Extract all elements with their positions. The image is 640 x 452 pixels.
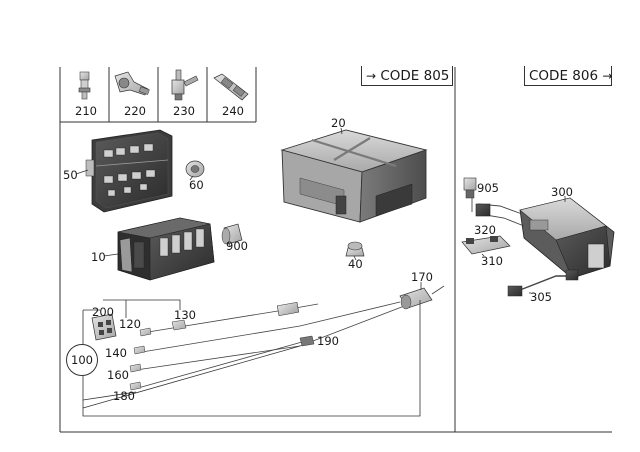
- callout-900: 900: [226, 239, 248, 253]
- part-300-actuator: [519, 197, 615, 279]
- callout-160: 160: [107, 368, 129, 382]
- callout-100: 100: [66, 344, 98, 376]
- callout-300: 300: [551, 185, 573, 199]
- callout-60: 60: [189, 178, 204, 192]
- code-805-box: → CODE 805: [361, 66, 453, 86]
- callout-130: 130: [174, 308, 196, 322]
- callout-190: 190: [317, 334, 339, 348]
- callout-230: 230: [173, 104, 195, 118]
- part-20-cover: [280, 129, 428, 223]
- callout-210: 210: [75, 104, 97, 118]
- part-50-fuse-carrier: [85, 129, 173, 213]
- part-200-connector-housing: [91, 313, 117, 341]
- part-210-fitting: [78, 71, 91, 100]
- callout-305: 305: [530, 290, 552, 304]
- part-220-elbow: [114, 71, 150, 96]
- part-320-connector: [475, 203, 491, 217]
- callout-310: 310: [481, 254, 503, 268]
- part-905-plug: [463, 177, 477, 199]
- callout-170: 170: [411, 270, 433, 284]
- callout-140: 140: [105, 346, 127, 360]
- part-170-sleeve: [276, 285, 445, 317]
- callout-905: 905: [477, 181, 499, 195]
- callout-20: 20: [331, 116, 346, 130]
- terminal-contacts: [129, 327, 152, 391]
- callout-220: 220: [124, 104, 146, 118]
- callout-120: 120: [119, 317, 141, 331]
- part-900-plug: [221, 223, 243, 245]
- arrow-right-icon: →: [602, 69, 613, 83]
- code-806-box: CODE 806 →: [524, 66, 612, 86]
- code-806-label: CODE 806: [529, 68, 599, 84]
- callout-200: 200: [92, 305, 114, 319]
- callout-10: 10: [91, 250, 106, 264]
- callout-180: 180: [113, 389, 135, 403]
- part-190-terminal: [299, 335, 315, 347]
- arrow-right-icon: →: [366, 69, 377, 83]
- part-240-straight-connector: [213, 73, 249, 101]
- part-40-cap: [345, 241, 365, 257]
- part-305-cable: [507, 269, 579, 297]
- part-10-control-unit: [117, 217, 215, 281]
- callout-240: 240: [222, 104, 244, 118]
- callout-40: 40: [348, 257, 363, 271]
- leader-lines-right: [471, 196, 566, 294]
- code-805-label: CODE 805: [380, 68, 450, 84]
- callout-50: 50: [63, 168, 78, 182]
- part-310-bracket: [461, 235, 511, 255]
- part-230-connector: [171, 69, 199, 101]
- part-130-pin: [171, 319, 187, 331]
- frame-lines: [59, 67, 612, 433]
- part-60-grommet: [185, 160, 205, 178]
- callout-320: 320: [474, 223, 496, 237]
